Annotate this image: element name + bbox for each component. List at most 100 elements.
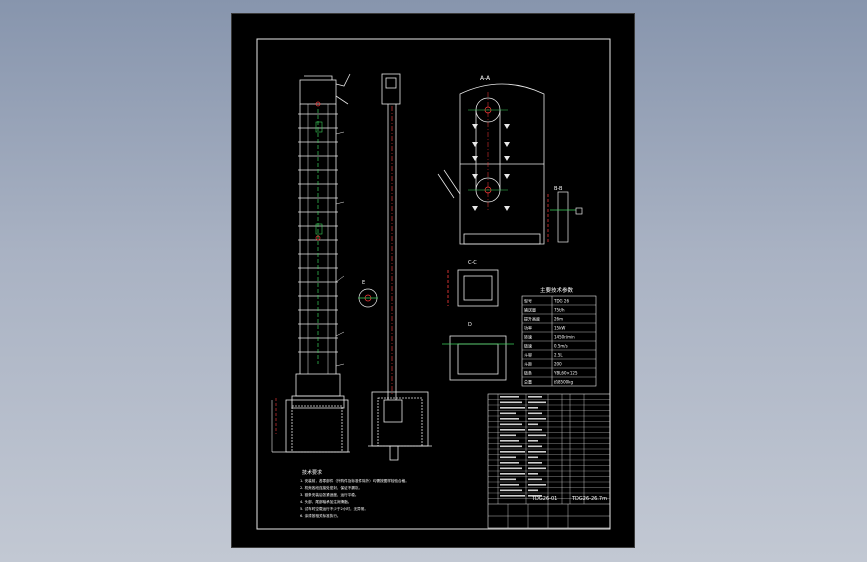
tech-param-value: YBL60×125 — [553, 371, 578, 376]
bom-border — [487, 393, 611, 529]
bom-row-text — [500, 429, 525, 431]
bom-row-text — [500, 484, 519, 486]
bom-row-text — [500, 495, 525, 497]
bucket — [504, 156, 510, 161]
bom-row-text — [528, 456, 538, 459]
bom-row-text — [500, 467, 522, 470]
bom-row-text — [500, 440, 519, 442]
bom-row-text — [528, 407, 538, 409]
title-block-code: TDG26-01 — [531, 496, 557, 502]
bom-row-text — [528, 418, 546, 420]
technical-notes: 1. 安装前，各零部件（外购件及标准件除外）均需按图样检验合格。 2. 机壳各段连… — [300, 478, 409, 518]
side-view — [368, 73, 432, 461]
mid-detail-label: E — [362, 280, 365, 286]
bucket — [504, 174, 510, 179]
lower-section-upper — [447, 269, 499, 307]
technical-note: 2. 机壳各段连接处密封，保证不漏灰。 — [300, 485, 362, 490]
tech-param-name: 链条 — [524, 370, 532, 376]
head-buckets — [472, 124, 510, 211]
bucket — [472, 124, 478, 129]
bom-row-text — [500, 423, 522, 426]
lower-section-label: C-C — [468, 260, 477, 266]
bom-row-text — [528, 412, 542, 415]
bom-row-text — [500, 396, 519, 398]
bom-row-text — [528, 462, 542, 464]
tech-param-value: 15kW — [554, 326, 565, 331]
bucket — [472, 174, 478, 179]
technical-note: 5. 试车时空载运行不少于2小时，无异常。 — [300, 506, 368, 511]
tech-param-name: 斗容 — [524, 352, 532, 358]
tech-param-value: 约8500kg — [554, 379, 573, 385]
bom-row-text — [500, 478, 516, 481]
head-section-label: A-A — [480, 75, 491, 82]
tech-param-name: 提升高度 — [524, 316, 540, 322]
lower-section-lower — [442, 335, 514, 381]
tech-param-value: 75t/h — [554, 308, 565, 313]
notes-title: 技术要求 — [302, 469, 322, 476]
technical-note: 4. 头部、尾部轴承加注润滑脂。 — [300, 499, 351, 504]
front-view-pit — [271, 399, 350, 453]
tech-param-name: 链速 — [524, 343, 532, 349]
bom-row-text — [500, 456, 516, 459]
bom-row-text — [500, 462, 519, 464]
title-block-code2: TDG26-26.7m — [571, 496, 607, 502]
tech-table-title: 主要技术参数 — [540, 286, 574, 294]
bom-row-text — [500, 445, 522, 448]
bom-row-text — [528, 429, 542, 431]
lower-detail-label: D — [468, 322, 472, 328]
tech-param-name: 型号 — [524, 298, 532, 304]
tech-param-value: 26m — [554, 317, 563, 322]
inner-frame — [256, 38, 611, 530]
bom-row-text — [500, 451, 525, 453]
bucket — [504, 124, 510, 129]
bom-row-text — [528, 440, 538, 442]
bom-row-text — [528, 445, 542, 448]
tech-param-value: 1450r/min — [554, 335, 575, 340]
bom-row-text — [528, 478, 542, 481]
tech-param-value: 200 — [554, 362, 562, 367]
bom-row-text — [528, 396, 542, 398]
tech-param-name: 总重 — [524, 379, 532, 385]
tech-param-name: 功率 — [524, 325, 532, 331]
bom-row-text — [500, 412, 516, 415]
bom-row-text — [500, 407, 525, 409]
tech-param-name: 输送量 — [524, 307, 536, 313]
bom-row-text — [500, 473, 525, 475]
bucket — [504, 206, 510, 211]
bom-table — [487, 393, 611, 529]
side-detail — [547, 191, 583, 244]
bom-row-text — [528, 401, 546, 404]
bom-row-text — [500, 489, 522, 492]
tech-param-value: 0.5m/s — [554, 344, 568, 349]
small-label-right: B-B — [554, 186, 563, 192]
front-view-leaders — [335, 131, 345, 367]
head-section — [437, 83, 545, 245]
bom-row-text — [528, 484, 546, 486]
bom-row-text — [500, 434, 516, 437]
bom-row-text — [500, 401, 522, 404]
bom-row-text — [528, 434, 546, 437]
mid-detail-e — [358, 288, 378, 308]
tech-param-name: 斗距 — [524, 362, 532, 367]
bucket — [472, 156, 478, 161]
bucket — [472, 206, 478, 211]
tech-param-value: TDG 26 — [553, 299, 569, 304]
bucket — [504, 142, 510, 147]
technical-note: 1. 安装前，各零部件（外购件及标准件除外）均需按图样检验合格。 — [300, 478, 409, 483]
bom-row-text — [528, 489, 538, 492]
tech-table: 型号 TDG 26 输送量 75t/h 提升高度 26m 功率 15kW 转速 1450r/min… — [521, 295, 597, 387]
bucket — [472, 142, 478, 147]
technical-note: 3. 链条安装后张紧适度，运行平稳。 — [300, 492, 358, 497]
bom-row-text — [528, 473, 538, 475]
technical-note: 6. 涂漆按相关标准执行。 — [300, 513, 341, 518]
tech-param-value: 2.5L — [554, 353, 563, 358]
front-view — [291, 73, 351, 409]
tech-param-name: 转速 — [524, 334, 532, 340]
bom-row-text — [500, 418, 519, 420]
bom-row-text — [528, 451, 546, 453]
bom-row-text — [528, 423, 538, 426]
bom-row-text — [528, 495, 542, 497]
bom-row-text — [528, 467, 546, 470]
